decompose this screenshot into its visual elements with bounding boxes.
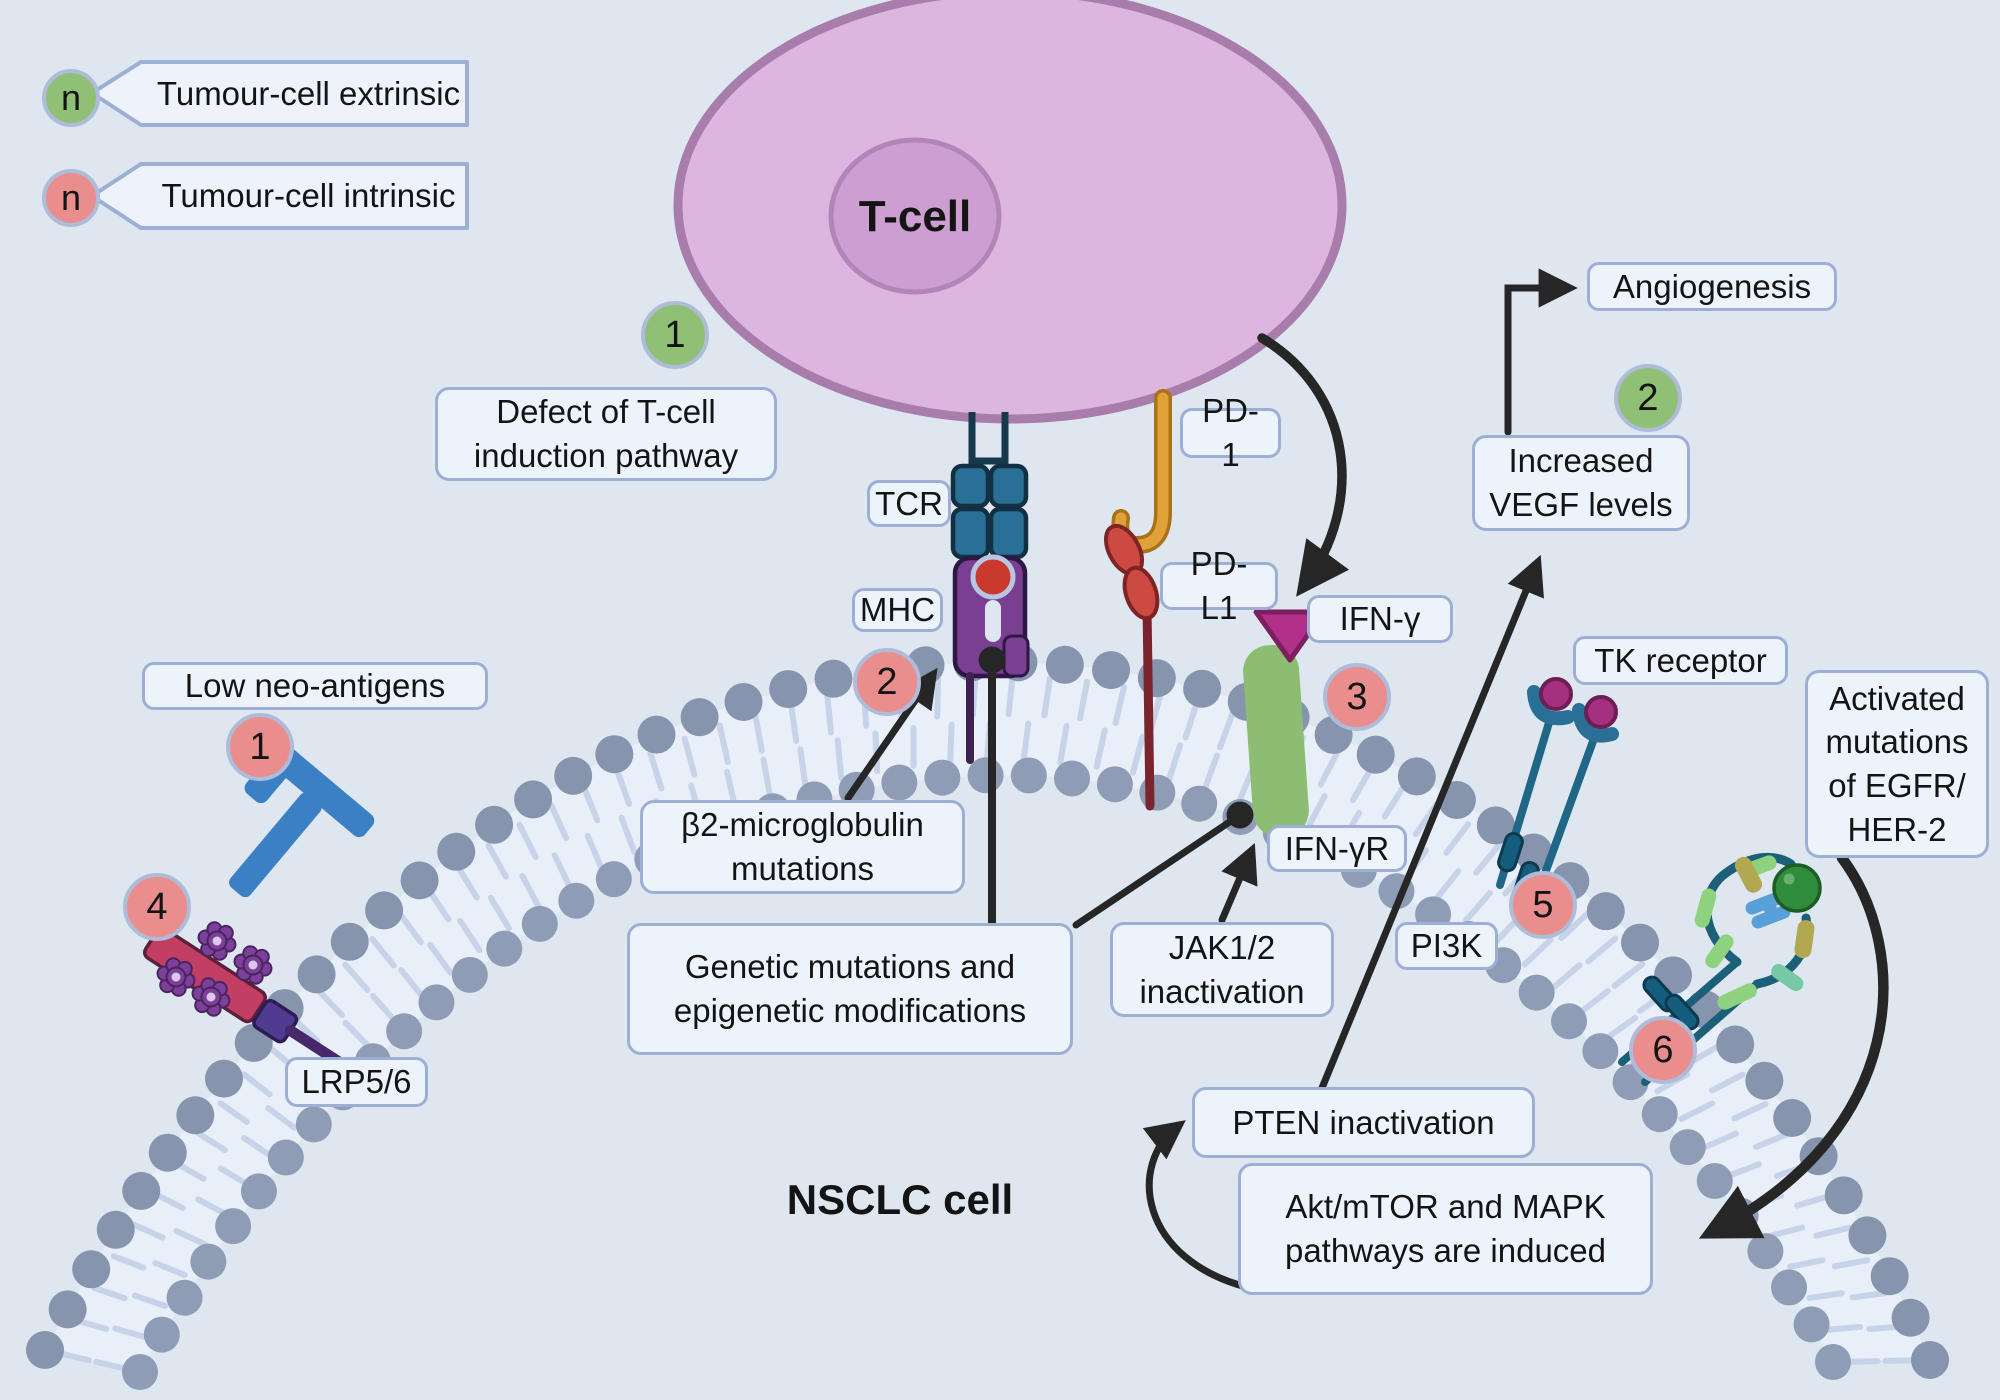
marker-number: 4: [146, 885, 168, 928]
label-tk-receptor: TK receptor: [1573, 636, 1788, 685]
marker-intrinsic-5: 5: [1509, 871, 1577, 939]
phosphate-group: [1734, 856, 1763, 893]
box-pten-inactivation: PTEN inactivation: [1192, 1087, 1535, 1158]
label-pi3k: PI3K: [1395, 922, 1498, 970]
tk-ligand: [1539, 677, 1573, 711]
marker-intrinsic-4: 4: [123, 873, 191, 941]
box-akt-mtor-mapk: Akt/mTOR and MAPK pathways are induced: [1238, 1163, 1653, 1295]
legend-extrinsic-symbol: n: [42, 69, 100, 127]
label-pdl1: PD-L1: [1160, 545, 1278, 626]
lrp56-receptor: [142, 921, 383, 1093]
marker-number: 2: [1637, 376, 1659, 419]
glycosylation-gears: [156, 921, 273, 1017]
label-mhc: MHC: [852, 588, 943, 632]
legend-symbol-text: n: [60, 177, 82, 218]
box-defect-tcell-induction: Defect of T-cell induction pathway: [435, 387, 777, 481]
marker-intrinsic-6: 6: [1629, 1016, 1697, 1084]
marker-number: 1: [664, 313, 686, 356]
label-ifn-gamma: IFN-γ: [1307, 595, 1453, 643]
pdl1-ligand: [1103, 523, 1160, 811]
ifn-gamma-receptor: [1243, 645, 1309, 837]
marker-number: 3: [1346, 675, 1368, 718]
legend-intrinsic-symbol: n: [42, 169, 100, 227]
legend-extrinsic-label: Tumour-cell extrinsic: [156, 74, 461, 112]
box-egfr-her2-mutations: Activated mutations of EGFR/ HER-2: [1805, 670, 1989, 858]
marker-intrinsic-2: 2: [853, 648, 921, 716]
label-ifn-gamma-receptor: IFN-γR: [1267, 825, 1407, 872]
signal-protein-sphere: [1772, 863, 1822, 913]
pi3k-subunit: [1497, 832, 1524, 873]
phosphate-group: [1794, 920, 1815, 959]
legend-callouts: [90, 60, 469, 230]
box-b2-microglobulin: β2-microglobulin mutations: [640, 800, 965, 894]
marker-number: 6: [1652, 1028, 1674, 1071]
ifn-gamma-ligand: [1243, 609, 1327, 837]
marker-extrinsic-1: 1: [641, 301, 709, 369]
box-increased-vegf: Increased VEGF levels: [1472, 435, 1690, 531]
marker-number: 5: [1532, 883, 1554, 926]
antigen-peptide: [970, 554, 1016, 600]
tk-ligand: [1584, 695, 1618, 729]
t-cell-title: T-cell: [858, 192, 972, 241]
tk-receptor: [1496, 677, 1619, 924]
marker-number: 1: [249, 725, 271, 768]
marker-intrinsic-1: 1: [226, 713, 294, 781]
marker-intrinsic-3: 3: [1323, 663, 1391, 731]
label-pd1: PD-1: [1180, 392, 1281, 473]
box-angiogenesis: Angiogenesis: [1587, 262, 1837, 311]
mhc-receptor: [952, 554, 1030, 764]
marker-extrinsic-2: 2: [1614, 364, 1682, 432]
box-low-neo-antigens: Low neo-antigens: [142, 662, 488, 710]
tcr-receptor: [950, 412, 1029, 560]
t-cell-body: [673, 0, 1347, 424]
legend-intrinsic-label: Tumour-cell intrinsic: [161, 177, 456, 214]
nsclc-cell-title: NSCLC cell: [786, 1176, 1014, 1223]
pd1-receptor: [1111, 389, 1172, 555]
box-jak12-inactivation: JAK1/2 inactivation: [1110, 922, 1334, 1017]
marker-number: 2: [876, 660, 898, 703]
box-genetic-mutations: Genetic mutations and epigenetic modific…: [627, 923, 1073, 1055]
label-tcr: TCR: [867, 480, 951, 527]
connectors: [844, 268, 1889, 1292]
legend-symbol-text: n: [60, 77, 82, 118]
label-lrp56: LRP5/6: [285, 1057, 428, 1107]
